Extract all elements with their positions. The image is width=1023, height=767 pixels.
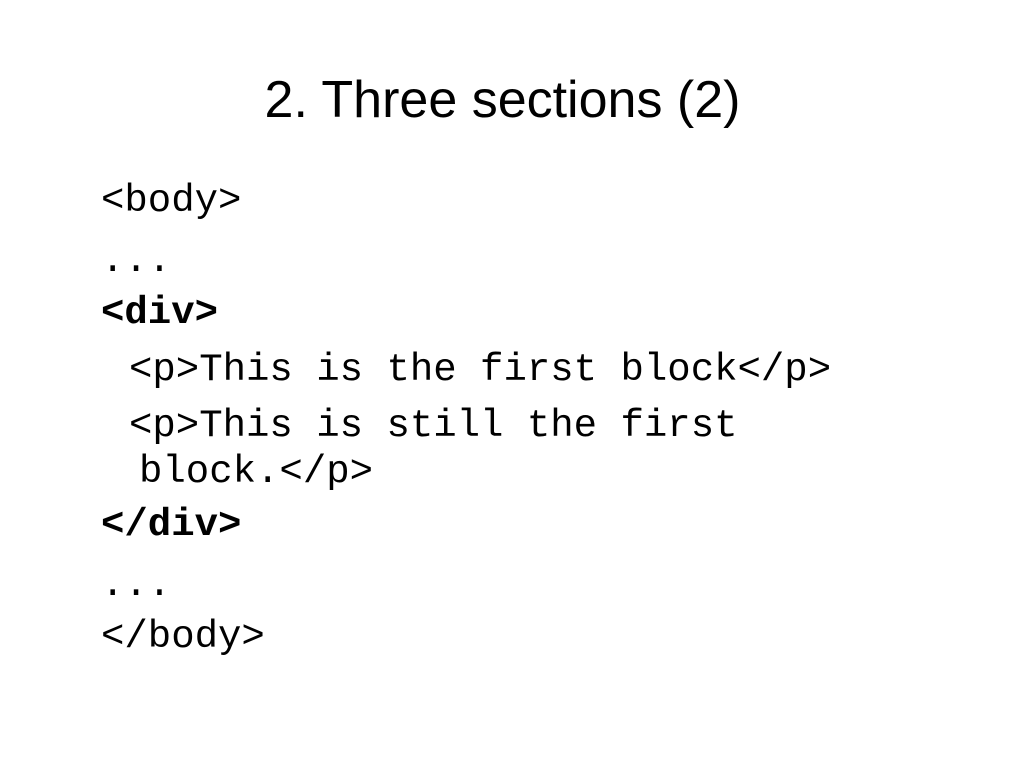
code-line-paragraph-2: <p>This is still the first [129,404,738,448]
code-line-ellipsis: ... [101,239,172,283]
code-line-body-open: <body> [101,179,242,223]
code-line-paragraph-2-continued: block.</p> [139,450,374,494]
code-line-paragraph-1: <p>This is the first block</p> [129,348,832,392]
code-line-div-close: </div> [101,503,242,547]
code-line-div-open: <div> [101,291,219,335]
code-line-ellipsis: ... [101,563,172,607]
slide-title: 2. Three sections (2) [264,71,741,129]
code-line-body-close: </body> [101,615,265,659]
